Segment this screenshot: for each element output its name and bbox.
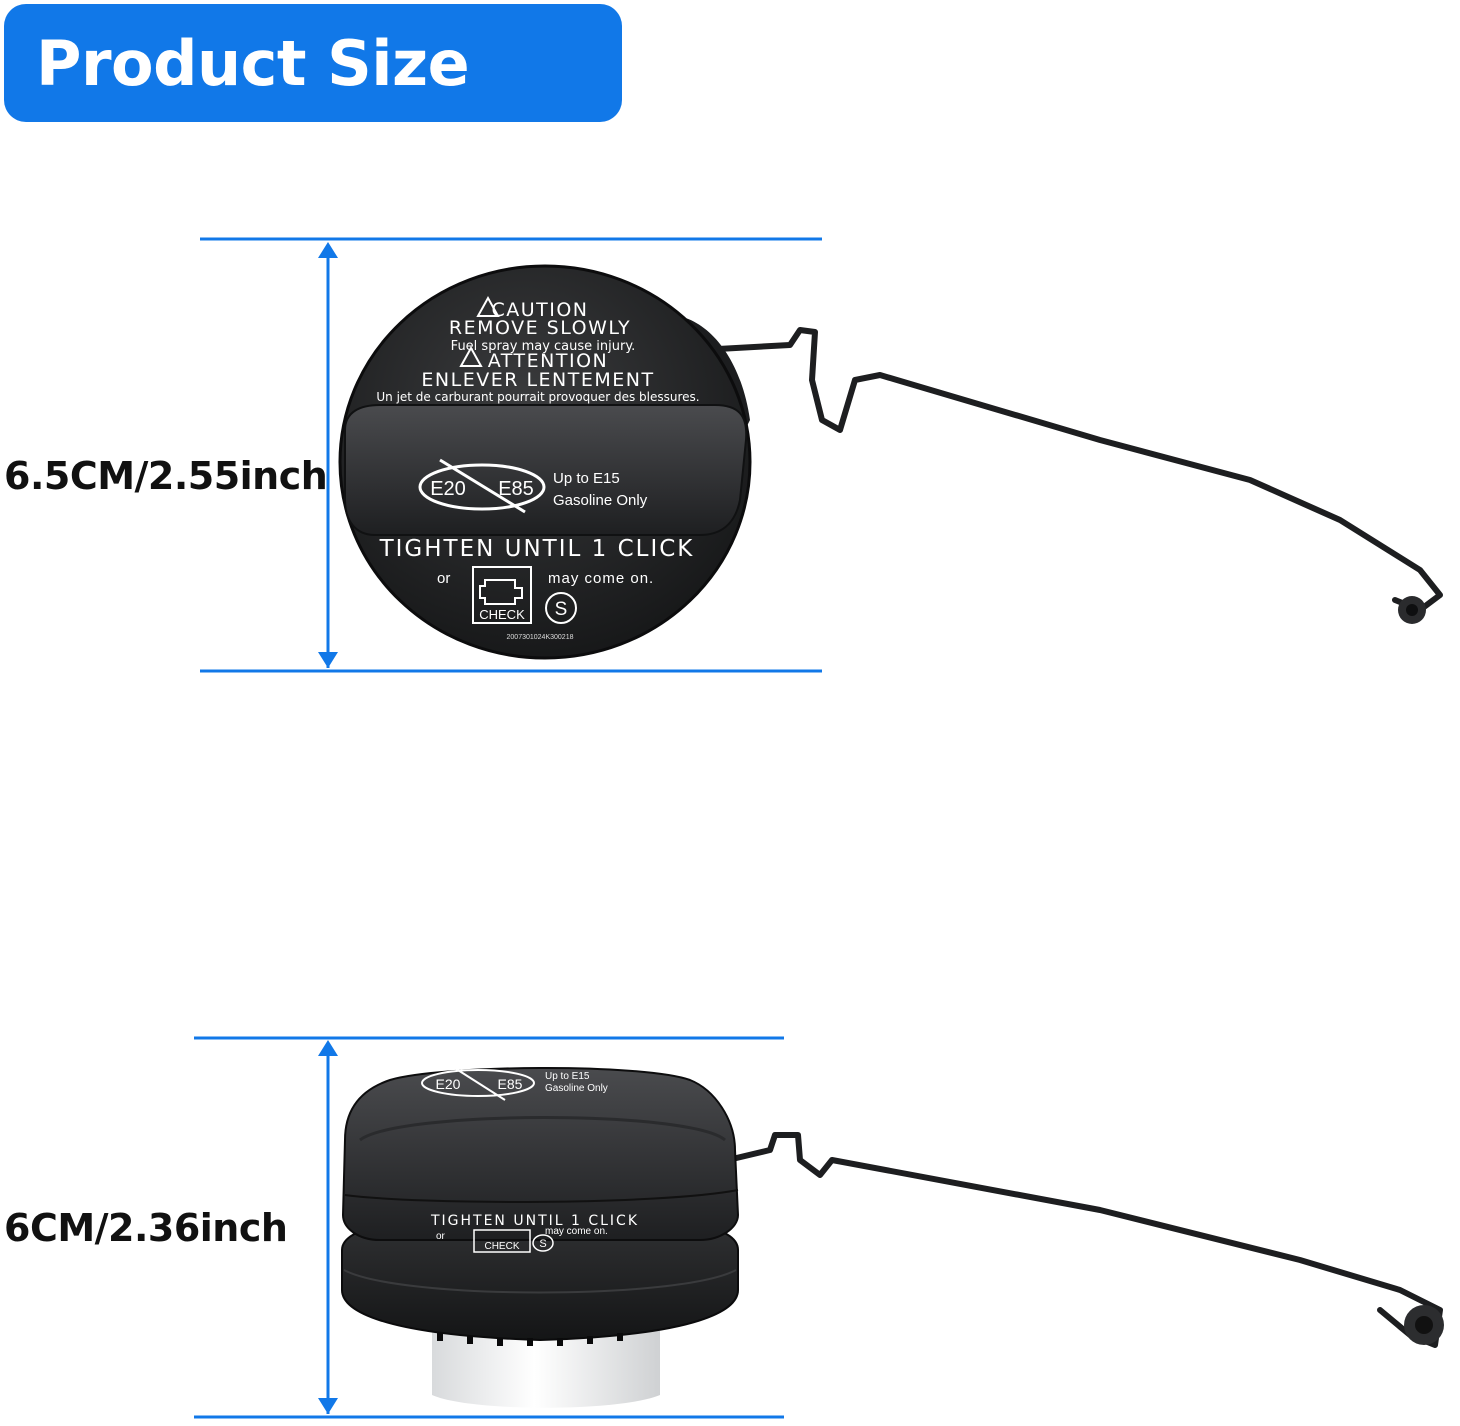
tighten-text: TIGHTEN UNTIL 1 CLICK <box>430 1213 639 1229</box>
svg-text:S: S <box>555 599 568 620</box>
banner-title: Product Size <box>36 26 470 100</box>
remove-slowly-text: REMOVE SLOWLY <box>449 317 631 339</box>
product-size-banner: Product Size <box>4 4 622 122</box>
cap-grip <box>344 404 748 536</box>
fuel-cap-side-view: E20 E85 Up to E15 Gasoline Only TIGHTEN … <box>341 1064 1444 1408</box>
fuel-cap-top-view: CAUTION REMOVE SLOWLY Fuel spray may cau… <box>338 264 1443 660</box>
un-jet-text: Un jet de carburant pourrait provoquer d… <box>376 390 699 404</box>
arrow-up-icon <box>318 1040 338 1056</box>
arrow-down-icon <box>318 652 338 668</box>
height-label-bottom: 6CM/2.36inch <box>4 1206 288 1250</box>
tighten-text: TIGHTEN UNTIL 1 CLICK <box>379 536 695 562</box>
attention-text: ATTENTION <box>488 350 609 372</box>
e20-text: E20 <box>430 478 466 500</box>
tether-strap <box>725 1132 1443 1348</box>
no-e20-e85-icon: E20 E85 <box>418 458 546 514</box>
fuel-spray-text: Fuel spray may cause injury. <box>451 339 636 354</box>
may-come-on-text: may come on. <box>548 570 654 587</box>
gasoline-only-text: Gasoline Only <box>553 492 648 509</box>
bottom-dimension-guide <box>194 1036 784 1419</box>
arrow-up-icon <box>318 242 338 258</box>
serial-text: 2007301024K300218 <box>507 634 574 641</box>
enlever-text: ENLEVER LENTEMENT <box>421 369 654 391</box>
check-text: CHECK <box>479 607 525 622</box>
check-engine-icon: CHECK <box>472 566 532 624</box>
no-e20-e85-icon: E20 E85 <box>421 1064 535 1101</box>
e85-text: E85 <box>498 1076 523 1092</box>
cap-dome <box>341 1067 740 1241</box>
svg-text:S: S <box>539 1238 546 1250</box>
ratchet-notches <box>437 1333 623 1346</box>
s-mark-icon: S <box>532 1234 554 1252</box>
s-mark-icon: S <box>545 592 577 624</box>
arrow-down-icon <box>318 1398 338 1414</box>
up-to-e15-text: Up to E15 <box>545 1071 590 1082</box>
caution-text: CAUTION <box>491 299 588 321</box>
or-text: or <box>436 1231 446 1242</box>
may-come-on-text: may come on. <box>545 1226 608 1237</box>
gasoline-only-text: Gasoline Only <box>545 1083 608 1094</box>
e20-text: E20 <box>436 1076 461 1092</box>
warning-triangle-icon <box>459 295 500 367</box>
top-dimension-guide <box>200 237 822 673</box>
tether-strap <box>697 327 1443 613</box>
up-to-e15-text: Up to E15 <box>553 470 620 487</box>
or-text: or <box>437 570 450 587</box>
e85-text: E85 <box>498 478 534 500</box>
check-text: CHECK <box>484 1241 519 1252</box>
check-engine-icon: CHECK <box>473 1229 531 1253</box>
height-label-top: 6.5CM/2.55inch <box>4 454 328 498</box>
cap-white-base <box>432 1320 660 1408</box>
